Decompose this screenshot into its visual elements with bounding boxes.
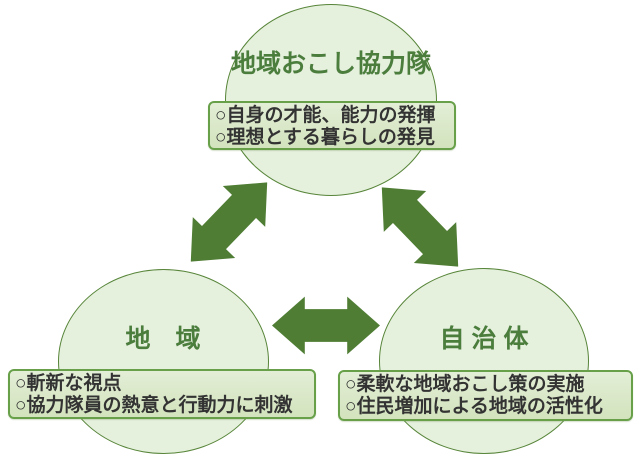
point-line: ○協力隊員の熱意と行動力に刺激 xyxy=(15,395,293,416)
point-line: ○斬新な視点 xyxy=(15,373,122,394)
node-circle-cooperation-corps xyxy=(225,4,437,196)
double-arrow-region-municipality-icon xyxy=(272,293,380,358)
points-box-region: ○斬新な視点 ○協力隊員の熱意と行動力に刺激 xyxy=(8,369,316,419)
node-title-cooperation-corps: 地域おこし協力隊 xyxy=(230,50,431,78)
node-circle-municipality xyxy=(379,268,589,454)
point-line: ○理想とする暮らしの発見 xyxy=(215,127,435,148)
points-box-municipality: ○柔軟な地域おこし策の実施 ○住民増加による地域の活性化 xyxy=(338,370,633,421)
point-line: ○住民増加による地域の活性化 xyxy=(345,396,603,417)
points-box-cooperation-corps: ○自身の才能、能力の発揮 ○理想とする暮らしの発見 xyxy=(208,101,456,150)
double-arrow-corps-region-icon xyxy=(168,160,290,284)
node-title-region: 地 域 xyxy=(125,325,201,353)
double-arrow-corps-municipality-icon xyxy=(359,165,481,289)
point-line: ○自身の才能、能力の発揮 xyxy=(215,105,436,126)
point-line: ○柔軟な地域おこし策の実施 xyxy=(345,374,585,395)
node-circle-region xyxy=(58,269,269,454)
node-title-municipality: 自 治 体 xyxy=(439,325,529,353)
